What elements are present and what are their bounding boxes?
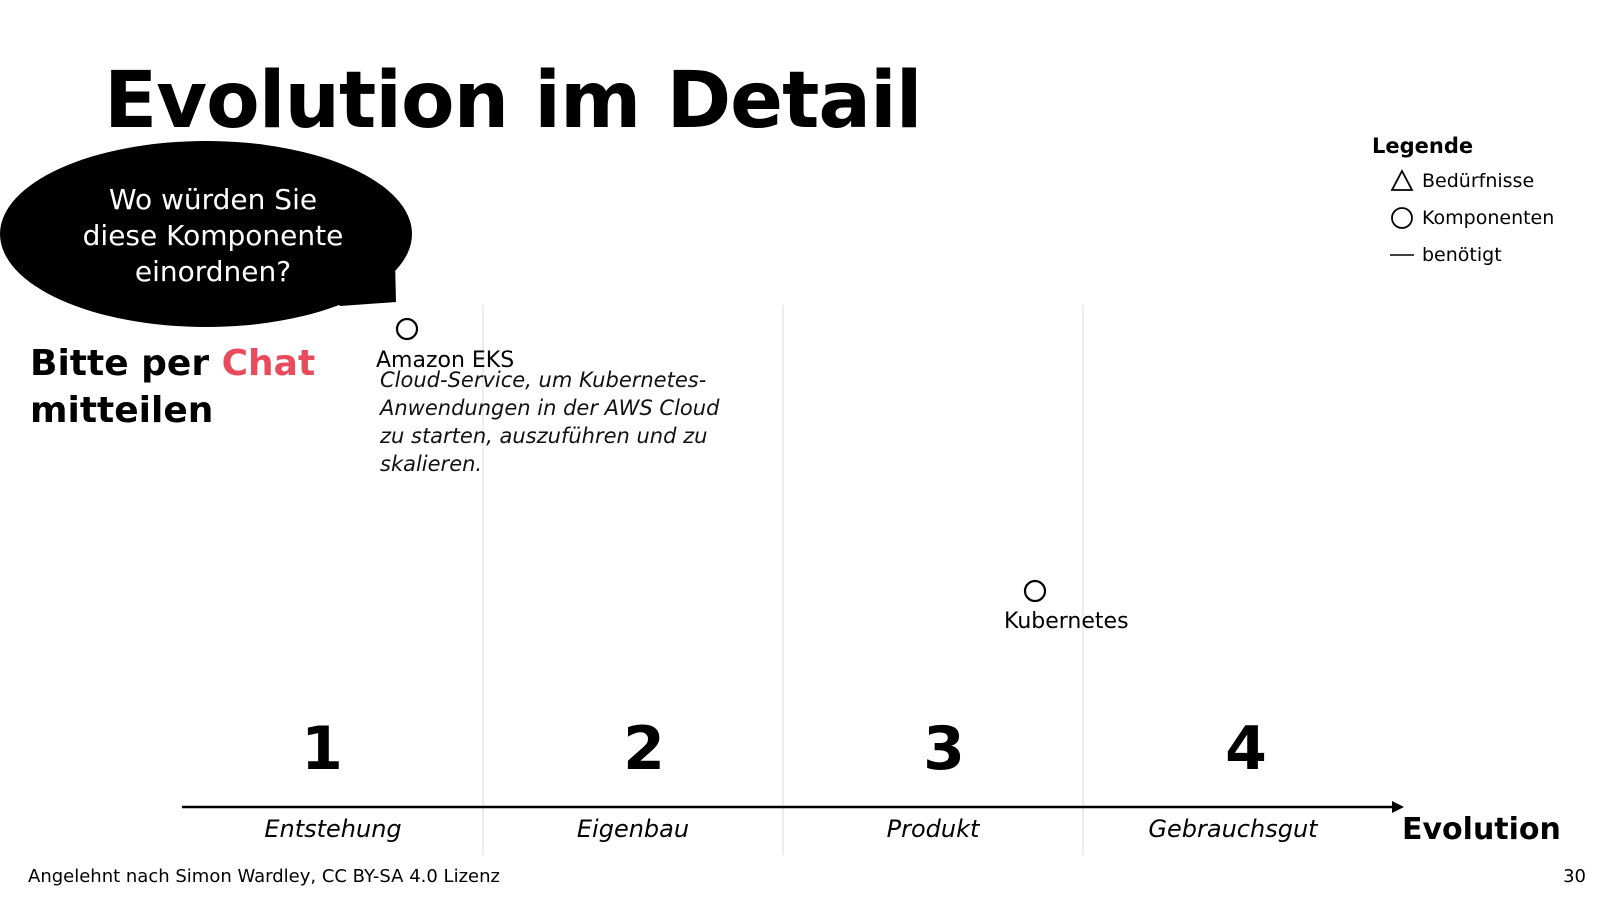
legend-item-label: Komponenten [1422,207,1555,229]
legend: Legende Bedürfnisse Komponenten benötigt [1372,134,1592,277]
axis-label: Evolution [1402,812,1561,847]
attribution-footer: Angelehnt nach Simon Wardley, CC BY-SA 4… [28,866,500,887]
legend-item-requires: benötigt [1372,240,1592,277]
page-number: 30 [1563,866,1586,887]
chat-prompt-prefix: Bitte per [30,343,222,384]
line-icon [1390,254,1414,256]
speech-bubble-body [0,141,412,327]
component-node-kubernetes [1023,579,1047,603]
component-label: Amazon EKS [376,348,515,373]
stage-number: 1 [301,714,343,784]
stage-name: Entstehung [264,815,402,843]
axis-arrowhead [1392,801,1404,813]
page-title: Evolution im Detail [104,56,922,146]
stage-name: Gebrauchsgut [1148,815,1318,843]
legend-item-label: Bedürfnisse [1422,170,1535,192]
callout-line: einordnen? [134,255,292,288]
callout-line: Wo würden Sie [108,183,318,216]
callout-line: diese Komponente [82,219,344,252]
legend-title: Legende [1372,134,1474,158]
stage-name: Eigenbau [576,815,690,843]
stage-number: 2 [623,714,665,784]
triangle-icon [1390,169,1414,191]
chat-prompt-accent: Chat [221,343,316,384]
component-node-amazon-eks [395,317,419,341]
chat-prompt-suffix: mitteilen [30,390,214,431]
legend-item-components: Komponenten [1372,203,1592,240]
callout-question: Wo würden Sie diese Komponente einordnen… [38,182,388,290]
stage-number: 4 [1225,714,1267,784]
legend-item-label: benötigt [1422,244,1502,266]
circle-icon [1391,207,1413,229]
legend-item-needs: Bedürfnisse [1372,166,1592,203]
component-label: Kubernetes [1004,609,1129,634]
speech-bubble [0,141,412,327]
chat-prompt: Bitte per Chat mitteilen [30,340,315,434]
speech-bubble-tail [330,260,396,306]
stage-number: 3 [923,714,965,784]
component-description: Cloud-Service, um Kubernetes-Anwendungen… [380,368,720,476]
stage-name: Produkt [886,815,980,843]
